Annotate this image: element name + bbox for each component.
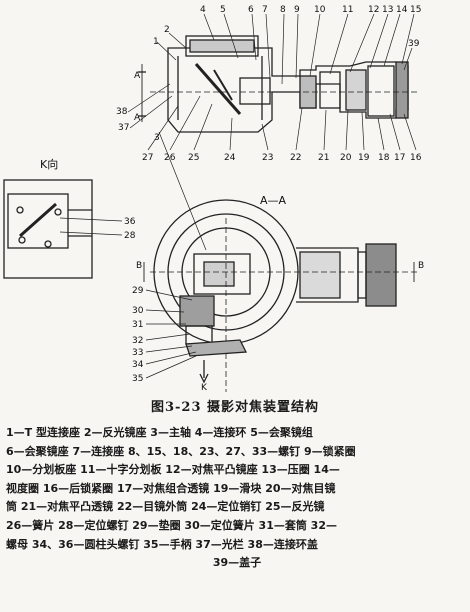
legend-line: 筒 21—对焦平凸透镜 22—目镜外筒 24—定位销钉 25—反光镜 (6, 500, 325, 514)
label-35: 35 (132, 374, 143, 384)
label-25: 25 (188, 153, 199, 163)
label-15: 15 (410, 5, 421, 15)
label-34: 34 (132, 360, 144, 370)
label-20: 20 (340, 153, 352, 163)
parts-legend: 1—T 型连接座 2—反光镜座 3—主轴 4—连接环 5—会聚镜组 6—会聚镜座… (6, 424, 468, 573)
label-22: 22 (290, 153, 301, 163)
section-aa (143, 199, 420, 392)
label-12: 12 (368, 5, 379, 15)
legend-line: 26—簧片 28—定位螺钉 29—垫圈 30—定位簧片 31—套筒 32— (6, 518, 337, 532)
label-27: 27 (142, 153, 153, 163)
label-2: 2 (164, 25, 170, 35)
label-9: 9 (294, 5, 300, 15)
label-30: 30 (132, 306, 144, 316)
legend-line: 螺母 34、36—圆柱头螺钉 35—手柄 37—光栏 38—连接环盖 (6, 537, 318, 551)
label-32: 32 (132, 336, 143, 346)
figure-caption: 图3-23 摄影对焦装置结构 (150, 400, 320, 415)
label-8: 8 (280, 5, 286, 15)
leader-lines (59, 13, 417, 379)
label-3: 3 (154, 133, 160, 143)
label-18: 18 (378, 153, 390, 163)
k-view (3, 179, 93, 279)
label-26: 26 (164, 153, 176, 163)
view-k-title: K向 (40, 157, 58, 171)
label-a-left: A (134, 71, 141, 81)
top-view-housing (138, 35, 420, 133)
label-31: 31 (132, 320, 143, 330)
label-6: 6 (248, 5, 254, 15)
legend-line: 视度圈 16—后锁紧圈 17—对焦组合透镜 19—滑块 20—对焦目镜 (6, 481, 336, 495)
label-b-right: B (418, 261, 424, 271)
label-23: 23 (262, 153, 273, 163)
label-10: 10 (314, 5, 326, 15)
legend-line: 1—T 型连接座 2—反光镜座 3—主轴 4—连接环 5—会聚镜组 (6, 426, 313, 439)
label-b-left: B (136, 261, 142, 271)
legend-line: 39—盖子 (212, 556, 262, 570)
label-33: 33 (132, 348, 143, 358)
label-28: 28 (124, 231, 136, 241)
label-14: 14 (396, 5, 408, 15)
label-36: 36 (124, 217, 136, 227)
label-19: 19 (358, 153, 370, 163)
label-39: 39 (408, 39, 420, 49)
label-29: 29 (132, 286, 144, 296)
label-24: 24 (224, 153, 236, 163)
label-1: 1 (153, 37, 159, 47)
label-k-arrow: K (201, 383, 208, 392)
legend-line: 6—会聚镜座 7—连接座 8、15、18、23、27、33—螺钉 9—锁紧圈 (6, 444, 356, 458)
label-13: 13 (382, 5, 393, 15)
label-38: 38 (116, 107, 128, 117)
label-21: 21 (318, 153, 329, 163)
label-5: 5 (220, 5, 226, 15)
device-diagram: K向 A—A 1 2 3 4 5 6 7 8 9 10 11 12 13 14 … (3, 5, 424, 392)
label-a-right: A (134, 113, 141, 123)
label-17: 17 (394, 153, 405, 163)
label-37: 37 (118, 123, 129, 133)
label-4: 4 (200, 5, 206, 15)
section-title: A—A (260, 194, 287, 207)
label-16: 16 (410, 153, 422, 163)
label-7: 7 (262, 5, 268, 15)
label-11: 11 (342, 5, 353, 15)
part-labels: K向 A—A 1 2 3 4 5 6 7 8 9 10 11 12 13 14 … (40, 5, 424, 392)
legend-line: 10—分划板座 11—十字分划板 12—对焦平凸镜座 13—压圈 14— (6, 463, 340, 477)
